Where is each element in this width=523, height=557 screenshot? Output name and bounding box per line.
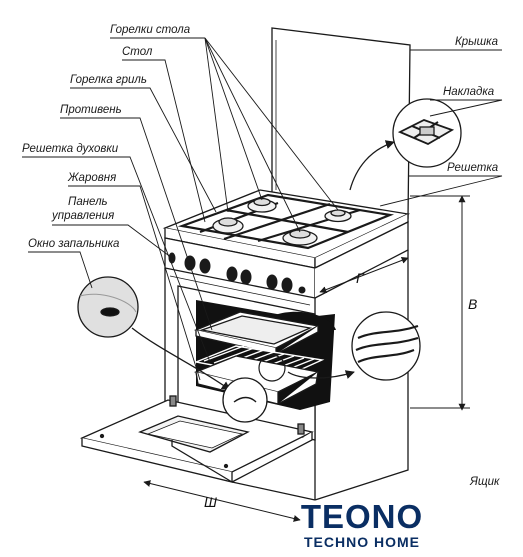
label-oven-rack: Решетка духовки: [22, 143, 119, 155]
label-table: Стол: [122, 46, 153, 58]
label-drawer: Ящик: [470, 476, 500, 488]
rack-detail-zoom: [351, 311, 421, 381]
label-grill-burner: Горелка гриль: [70, 74, 147, 86]
label-lid: Крышка: [455, 36, 499, 48]
dimension-depth: Г: [356, 270, 364, 286]
overlay-arrow: [349, 140, 395, 191]
oven-door-shape: [79, 395, 314, 483]
dimension-height: В: [468, 296, 478, 312]
igniter-zoom: [77, 276, 139, 338]
dimension-lines: [143, 195, 470, 522]
knobs: [168, 252, 306, 294]
igniter-arrow: [131, 327, 231, 391]
label-overlay: Накладка: [443, 86, 495, 98]
lid-shape: [271, 27, 411, 219]
label-baking-tray: Противень: [60, 104, 122, 116]
burners-shape: [212, 197, 352, 246]
label-panel-line2: управления: [52, 210, 115, 222]
label-igniter-window: Окно запальника: [28, 238, 120, 250]
rack-spot: [258, 354, 286, 382]
label-burners: Горелки стола: [110, 24, 191, 36]
label-roasting-pan: Жаровня: [68, 172, 117, 184]
label-grate: Решетка: [447, 162, 499, 174]
igniter-spot-mark: [233, 396, 257, 403]
igniter-spot: [222, 377, 268, 423]
label-panel-line1: Панель: [68, 196, 108, 208]
baking-tray-shape: [193, 311, 320, 355]
brand-tagline: TECHNO HOME: [304, 534, 420, 550]
overlay-zoom: [392, 98, 462, 168]
brand-logo: TEONO TECHNO HOME: [282, 500, 442, 552]
rack-arrow: [287, 370, 355, 379]
dimension-width: Ш: [204, 494, 217, 510]
leader-lines: [22, 37, 503, 381]
brand-name: TEONO: [300, 498, 424, 535]
